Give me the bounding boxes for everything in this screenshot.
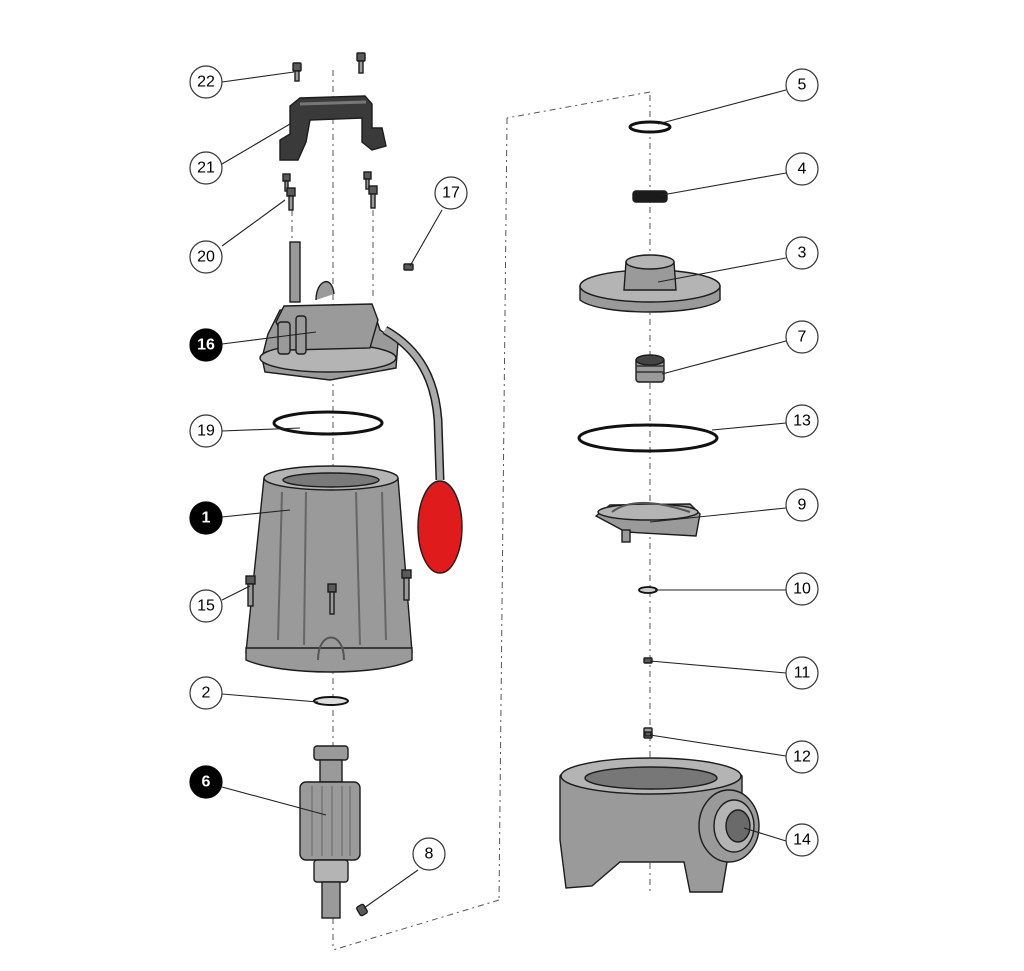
handle-part-21: [279, 95, 387, 161]
svg-text:21: 21: [197, 160, 215, 177]
callout-11: 11: [785, 656, 819, 690]
svg-text:4: 4: [798, 161, 807, 178]
callout-16: 16: [189, 328, 223, 362]
nut-part-17: [403, 263, 414, 271]
nut-part-11: [643, 657, 653, 664]
screws-part-20: [282, 171, 378, 211]
callout-10: 10: [785, 572, 819, 606]
svg-text:13: 13: [793, 413, 811, 430]
impeller-part-9: [594, 502, 701, 543]
callout-20: 20: [189, 240, 223, 274]
svg-text:12: 12: [793, 749, 811, 766]
screw-part-12: [643, 727, 653, 739]
svg-text:2: 2: [202, 685, 211, 702]
svg-text:6: 6: [202, 774, 211, 791]
screw-part-22: [292, 52, 366, 82]
svg-text:11: 11: [794, 665, 811, 682]
callout-12: 12: [785, 740, 819, 774]
callout-6: 6: [189, 765, 223, 799]
ring-part-2: [313, 696, 349, 706]
connector-axis: [506, 91, 651, 119]
key-part-8: [356, 903, 368, 917]
svg-text:10: 10: [793, 581, 811, 598]
callout-3: 3: [785, 236, 819, 270]
bushing-part-7: [635, 354, 665, 383]
svg-text:15: 15: [197, 598, 215, 615]
callout-9: 9: [785, 488, 819, 522]
leader-lines: [221, 71, 787, 909]
pump-casing-part-14: [559, 757, 760, 893]
washer-part-10: [638, 586, 658, 594]
callout-19: 19: [189, 414, 223, 448]
o-ring-part-13: [577, 423, 719, 453]
callout-8: 8: [412, 837, 446, 871]
connector-axis: [498, 117, 508, 901]
svg-text:16: 16: [197, 337, 215, 354]
svg-text:3: 3: [798, 245, 807, 262]
callout-15: 15: [189, 589, 223, 623]
o-ring-part-19: [272, 410, 384, 436]
connector-axis: [332, 899, 500, 951]
callout-4: 4: [785, 152, 819, 186]
callout-17: 17: [434, 176, 468, 210]
seal-part-4: [632, 190, 668, 203]
svg-text:20: 20: [197, 249, 215, 266]
callout-5: 5: [785, 68, 819, 102]
svg-text:19: 19: [197, 423, 215, 440]
callout-22: 22: [189, 65, 223, 99]
callout-7: 7: [785, 320, 819, 354]
rotor-part-6: [299, 745, 361, 919]
callout-14: 14: [785, 823, 819, 857]
svg-text:8: 8: [425, 846, 434, 863]
svg-text:17: 17: [442, 185, 460, 202]
screws-part-15: [245, 569, 412, 615]
motor-housing-part-1: [245, 465, 413, 673]
motor-cover-part-16: [259, 241, 445, 481]
callout-2: 2: [189, 676, 223, 710]
svg-text:5: 5: [798, 77, 807, 94]
svg-text:22: 22: [197, 74, 215, 91]
callout-13: 13: [785, 404, 819, 438]
float-switch: [417, 480, 463, 574]
svg-text:14: 14: [793, 832, 811, 849]
ring-part-5: [628, 120, 672, 134]
svg-text:9: 9: [798, 497, 807, 514]
callout-21: 21: [189, 151, 223, 185]
seal-plate-part-3: [579, 254, 721, 313]
svg-text:7: 7: [798, 329, 807, 346]
callout-1: 1: [189, 501, 223, 535]
svg-text:1: 1: [202, 510, 211, 527]
